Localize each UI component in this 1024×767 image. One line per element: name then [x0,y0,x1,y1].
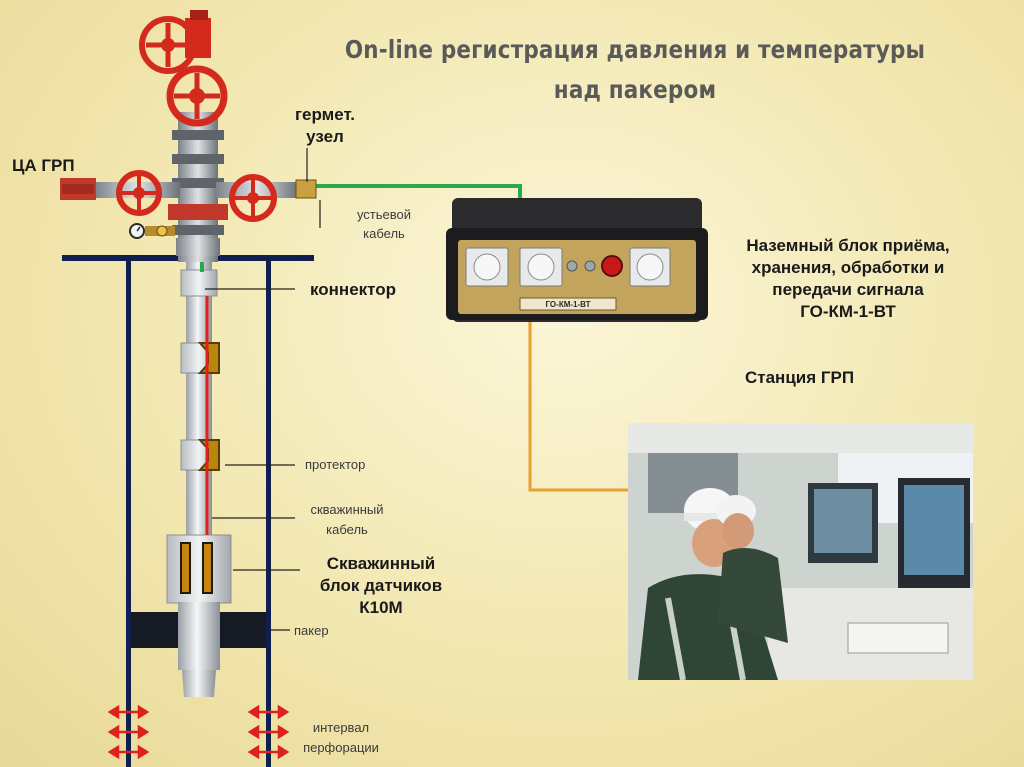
station-label: Станция ГРП [745,368,855,387]
sensor-block-line-3: К10М [359,598,403,617]
protector-clamps [197,342,220,471]
connector-label: коннектор [310,280,397,299]
wellhead-cable-line-2: кабель [363,226,405,241]
leader-lines [205,148,321,631]
downhole-cable-label: скважинный кабель [298,500,396,540]
wellhead-cable-line-1: устьевой [356,207,412,222]
ca-grp-label: ЦА ГРП [12,156,75,175]
protector-label: протектор [305,457,366,472]
perforation-line-1: интервал [312,720,370,735]
perforation-line-2: перфорации [303,740,379,755]
downhole-cable-line-1: скважинный [310,502,384,517]
sensor-block-label: Скважинный блок датчиков К10М [300,553,462,619]
ground-unit-line-2: хранения, обработки и [751,258,945,277]
ground-unit-label: Наземный блок приёма, хранения, обработк… [718,235,978,323]
orange-signal-cable [528,318,628,492]
sealed-unit-line-2: узел [306,127,344,146]
title-line-1: On-line регистрация давления и температу… [344,35,926,64]
sensor-block-bars [180,542,213,594]
ground-unit-line-4: ГО-КМ-1-ВТ [800,302,896,321]
frac-station-photo [628,423,973,680]
sensor-block-line-1: Скважинный [326,554,436,573]
sealed-unit-line-1: гермет. [294,105,356,124]
page-title: On-line регистрация давления и температу… [308,30,962,110]
title-line-2: над пакером [553,75,717,104]
ground-unit-line-1: Наземный блок приёма, [746,236,950,255]
device-panel-label: ГО-КМ-1-ВТ [545,300,591,309]
ground-unit-device [446,198,708,322]
perforation-arrows [107,704,290,760]
wellhead-cable-label: устьевой кабель [340,205,428,243]
sealed-unit-label: гермет. узел [280,104,370,148]
christmas-tree [60,112,317,262]
valve-wheels [116,10,277,239]
sensor-block-line-2: блок датчиков [319,576,443,595]
perforation-label: интервал перфорации [296,718,386,758]
ground-unit-line-3: передачи сигнала [772,280,924,299]
packer-label: пакер [294,623,329,638]
station-photo-illustration [628,423,973,680]
downhole-cable-line-2: кабель [326,522,368,537]
